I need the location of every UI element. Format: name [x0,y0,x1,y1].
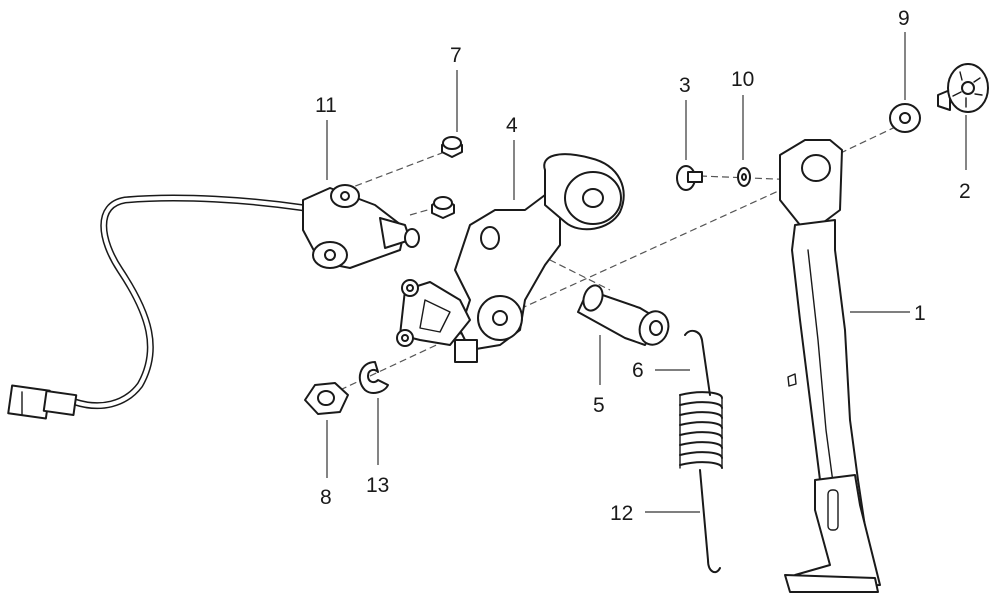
callout-4: 4 [506,114,518,137]
screw-part-7b [431,196,455,219]
clip-part [358,361,389,394]
bolt-part-3 [676,165,703,191]
callout-10: 10 [731,68,754,91]
callout-3: 3 [679,74,691,97]
callout-11: 11 [315,94,337,117]
side-stand-switch-part [7,184,420,420]
callout-9: 9 [898,7,910,30]
callout-7: 7 [450,44,462,67]
callout-5: 5 [593,394,605,417]
washer-part-10 [737,167,751,187]
washer-part-9 [889,103,921,133]
callout-1: 1 [914,302,926,325]
spring-part [679,329,723,574]
callout-2: 2 [959,180,971,203]
pivot-bolt-part [577,284,670,346]
callout-13: 13 [366,474,389,497]
callout-6: 6 [632,359,644,382]
callout-leaders [326,32,967,513]
side-stand-part [779,139,881,593]
screw-part-7 [441,136,463,158]
knob-bolt-part [937,63,989,113]
hex-nut-part [304,382,349,415]
callout-8: 8 [320,486,332,509]
callout-12: 12 [610,502,633,525]
callout-labels: 1 2 3 4 5 6 7 8 9 10 11 12 13 [315,7,971,525]
bracket-part [396,153,625,363]
